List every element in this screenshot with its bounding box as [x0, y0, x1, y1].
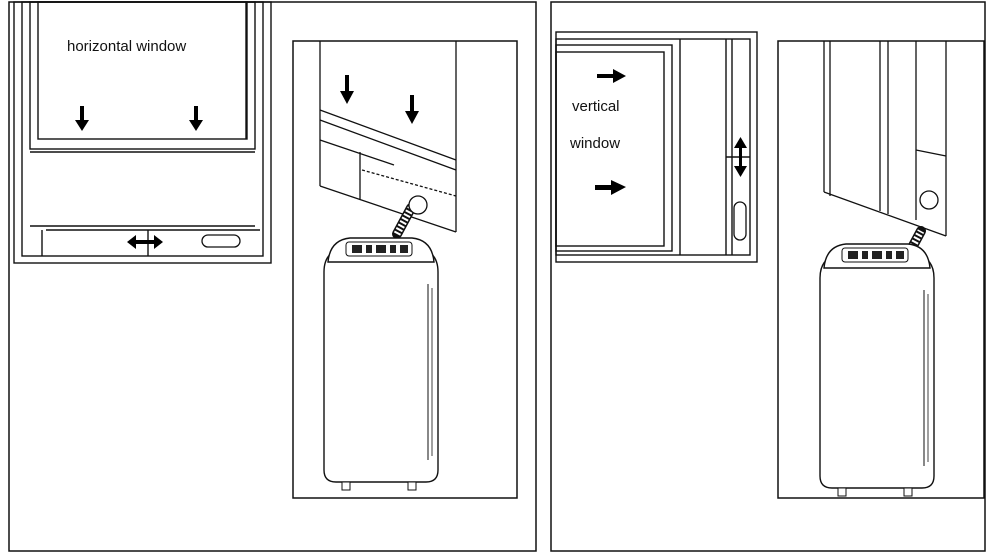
- double-arrow-icon: [734, 137, 747, 177]
- right-panel: vertical window: [550, 1, 986, 552]
- hose-outlet: [408, 195, 428, 215]
- portable-air-conditioner-icon: [819, 243, 935, 497]
- right-panel-frame: [550, 1, 986, 552]
- horizontal-window-label: horizontal window: [67, 38, 186, 55]
- left-window-kit: [319, 41, 457, 233]
- hose-outlet: [919, 190, 939, 210]
- arrow-icon: [405, 95, 419, 124]
- arrow-icon: [340, 75, 354, 104]
- exhaust-slot: [201, 234, 241, 248]
- vertical-window-frame: [555, 31, 758, 263]
- arrow-icon: [597, 69, 626, 83]
- left-panel-frame: [8, 1, 537, 552]
- vertical-window-label-line1: vertical: [572, 98, 620, 115]
- arrow-icon: [189, 106, 203, 131]
- arrow-icon: [75, 106, 89, 131]
- exhaust-slot: [733, 201, 747, 241]
- double-arrow-icon: [127, 235, 163, 249]
- left-panel: horizontal window: [8, 1, 537, 552]
- right-window-kit: [823, 41, 947, 237]
- portable-air-conditioner-icon: [323, 237, 439, 491]
- arrow-icon: [595, 180, 626, 195]
- vertical-window-label-line2: window: [569, 135, 620, 152]
